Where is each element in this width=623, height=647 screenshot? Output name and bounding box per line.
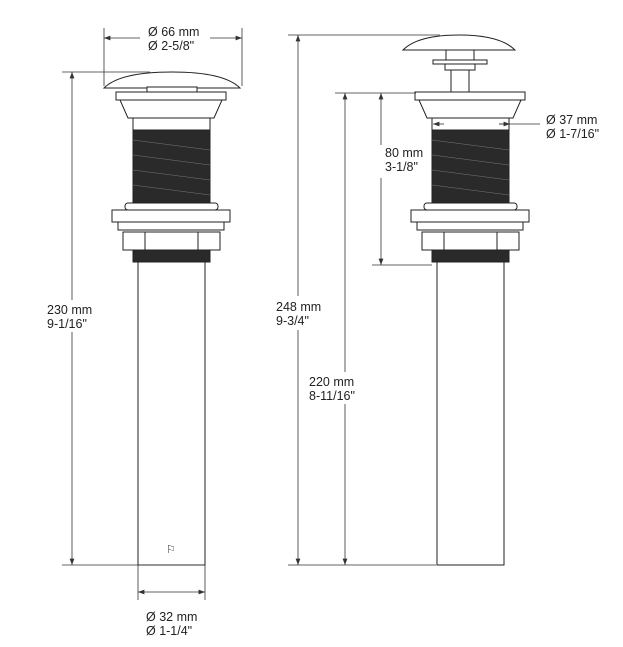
below-flange-inch: 8-11/16" (309, 389, 355, 403)
brand-logo: ⚐ (166, 544, 176, 556)
body-diameter-mm: Ø 37 mm (546, 113, 598, 127)
height-open-inch: 9-3/4" (276, 314, 309, 328)
cap-diameter-mm: Ø 66 mm (148, 25, 200, 39)
tube-diameter-inch: Ø 1-1/4" (146, 624, 193, 638)
tube-diameter-mm: Ø 32 mm (146, 610, 198, 624)
cap-diameter-inch: Ø 2-5/8" (148, 39, 195, 53)
height-closed-inch: 9-1/16" (47, 317, 87, 331)
below-flange-mm: 220 mm (309, 375, 355, 389)
height-open-mm: 248 mm (276, 300, 322, 314)
thread-length-inch: 3-1/8" (385, 160, 418, 174)
dimension-lines (62, 28, 540, 600)
drain-closed-view: ⚐ (102, 71, 242, 566)
body-diameter-inch: Ø 1-7/16" (546, 127, 600, 141)
thread-length-mm: 80 mm (385, 146, 424, 160)
drain-open-view (401, 34, 530, 566)
height-closed-mm: 230 mm (47, 303, 93, 317)
